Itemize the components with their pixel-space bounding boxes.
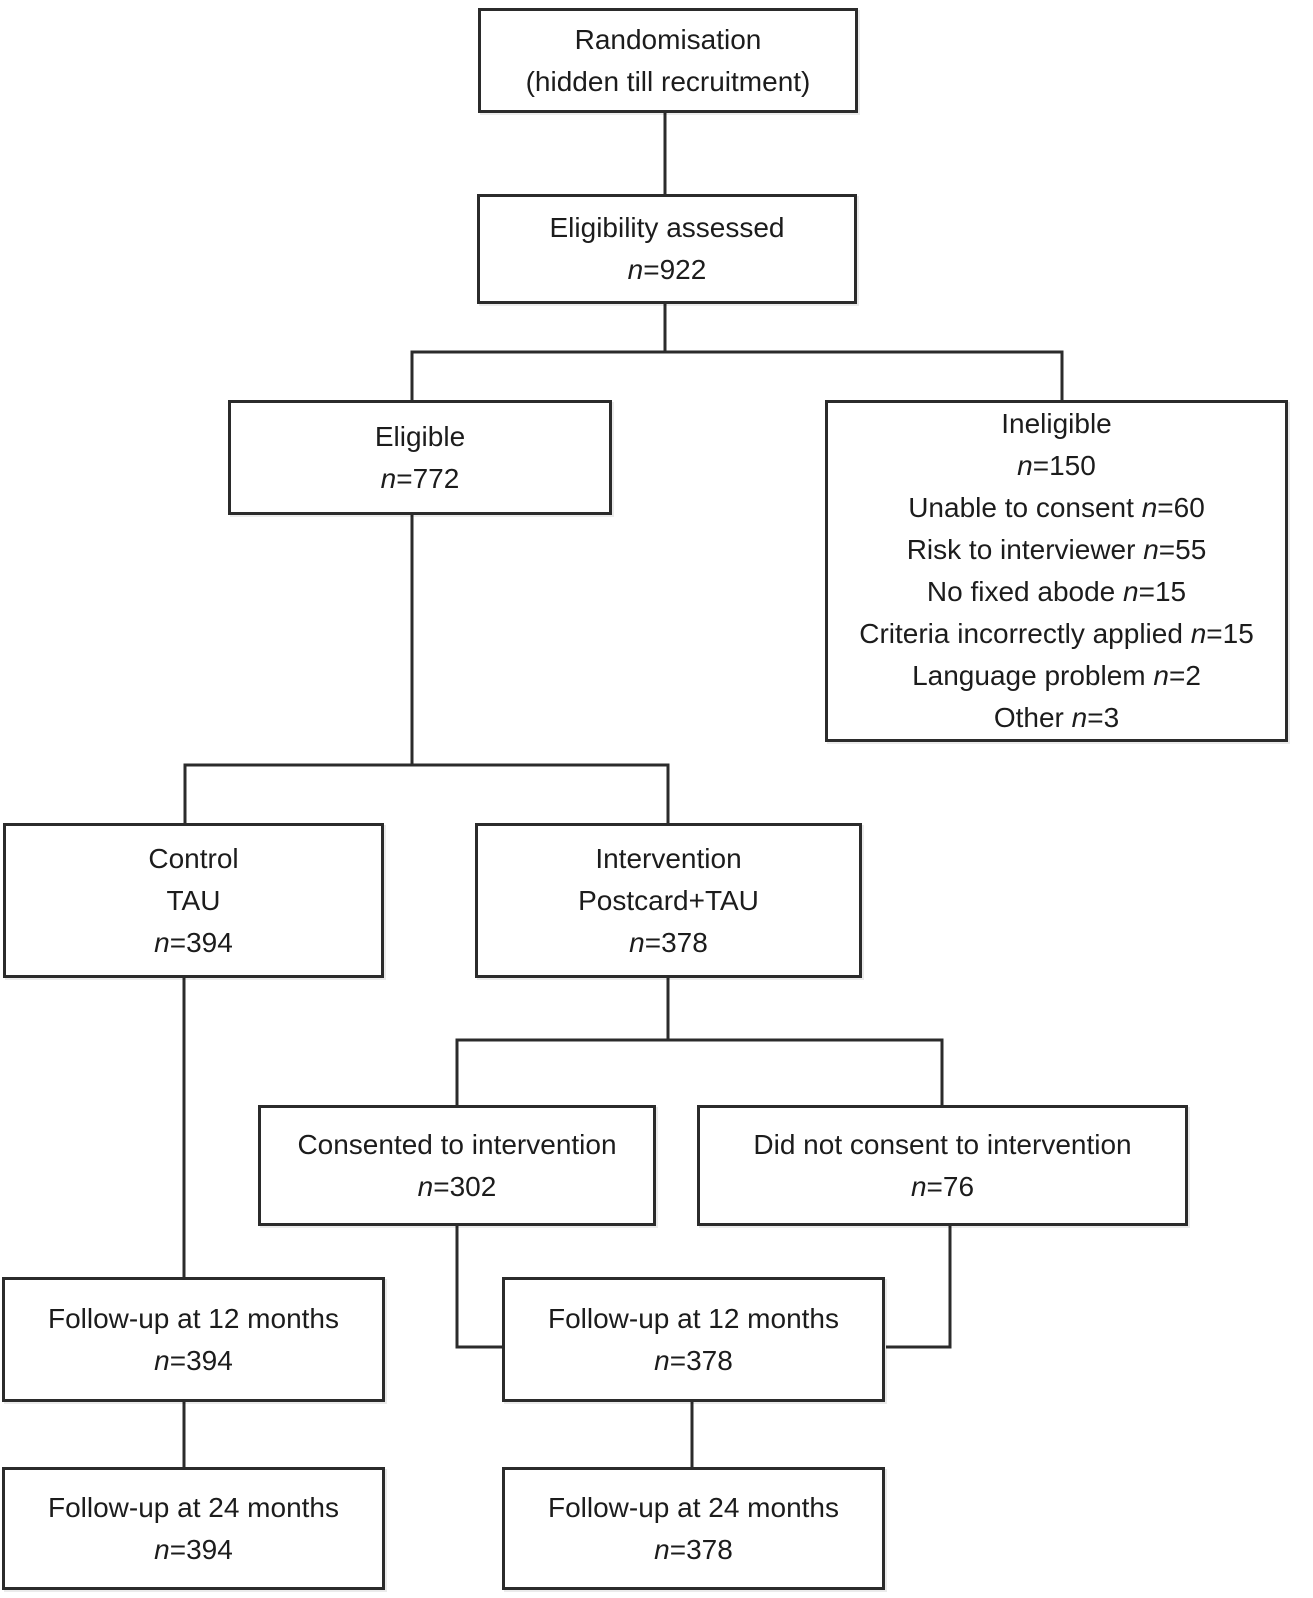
flow-box-followup-12-months-intervention: Follow-up at 12 months n=378 [502,1277,885,1402]
connector-allocation-split [183,763,670,823]
box-text-line: (hidden till recruitment) [525,65,811,97]
flow-box-ineligible: Ineligible n=150 Unable to consent n=60 … [825,400,1288,742]
box-count-line: n=922 [627,254,707,285]
box-text-line: Randomisation [574,23,762,55]
box-text-line: Follow-up at 24 months [547,1491,840,1523]
box-text-line: Follow-up at 12 months [47,1302,340,1334]
box-text-line: Postcard+TAU [578,884,759,916]
box-count-line: n=394 [154,1344,233,1376]
flow-box-consented: Consented to intervention n=302 [258,1105,656,1226]
flow-box-did-not-consent: Did not consent to intervention n=76 [697,1105,1188,1226]
ineligible-reason-line: Risk to interviewer n=55 [906,534,1207,565]
box-text-line: TAU [166,884,221,916]
box-count-line: n=394 [154,1533,233,1565]
flow-box-control-arm: Control TAU n=394 [3,823,384,978]
box-count-line: n=772 [380,462,460,494]
box-text-line: Follow-up at 24 months [47,1491,340,1523]
connector-notconsent-to-fu12 [886,1226,952,1349]
box-count-line: n=378 [654,1344,733,1376]
box-text-line: Eligible [374,420,466,452]
box-text-line: Did not consent to intervention [753,1128,1132,1160]
connector-eligibility-split [410,350,1064,400]
box-text-line: Consented to intervention [297,1128,617,1160]
flow-box-randomisation: Randomisation (hidden till recruitment) [478,8,858,113]
ineligible-reason-line: No fixed abode n=15 [926,576,1187,607]
ineligible-reason-line: Criteria incorrectly applied n=15 [859,618,1254,649]
box-text-line: Ineligible [1001,408,1112,439]
box-count-line: n=76 [910,1170,975,1202]
box-count-line: n=378 [629,926,708,958]
flow-box-intervention-arm: Intervention Postcard+TAU n=378 [475,823,862,978]
box-text-line: Intervention [595,842,742,874]
box-count-line: n=378 [654,1533,733,1565]
ineligible-reason-line: Language problem n=2 [912,660,1201,691]
flow-box-eligibility-assessed: Eligibility assessed n=922 [477,194,857,304]
ineligible-reason-line: Unable to consent n=60 [908,492,1205,523]
connector-consented-to-fu12 [455,1226,503,1349]
flow-box-followup-12-months-control: Follow-up at 12 months n=394 [2,1277,385,1402]
box-text-line: Follow-up at 12 months [547,1302,840,1334]
ineligible-reason-line: Other n=3 [993,702,1120,733]
box-count-line: n=394 [154,926,233,958]
flow-box-followup-24-months-intervention: Follow-up at 24 months n=378 [502,1467,885,1590]
box-count-line: n=150 [1017,450,1096,481]
flow-box-eligible: Eligible n=772 [228,400,612,515]
box-text-line: Control [148,842,239,874]
flow-box-followup-24-months-control: Follow-up at 24 months n=394 [2,1467,385,1590]
box-text-line: Eligibility assessed [549,212,785,243]
box-count-line: n=302 [417,1170,497,1202]
connector-consent-split [455,1038,944,1105]
